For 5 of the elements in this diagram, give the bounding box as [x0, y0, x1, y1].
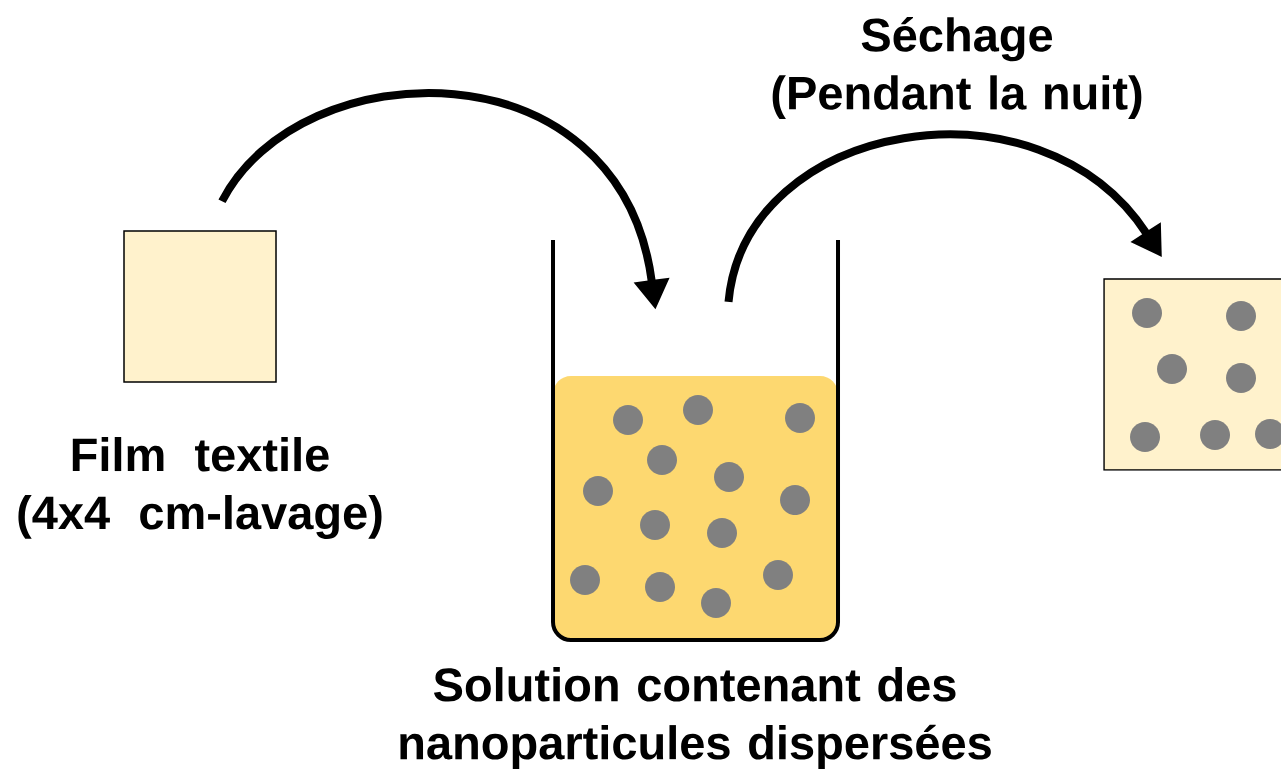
- curved-arrow: [724, 130, 1162, 303]
- edge-label: Séchage (Pendant la nuit): [772, 16, 1142, 120]
- coated-textile-drawing: [1103, 278, 1281, 471]
- caption-text: Solution contenant des nanoparticules dispersées: [400, 667, 991, 769]
- caption-text: Film textile (4x4 cm-lavage): [18, 437, 382, 539]
